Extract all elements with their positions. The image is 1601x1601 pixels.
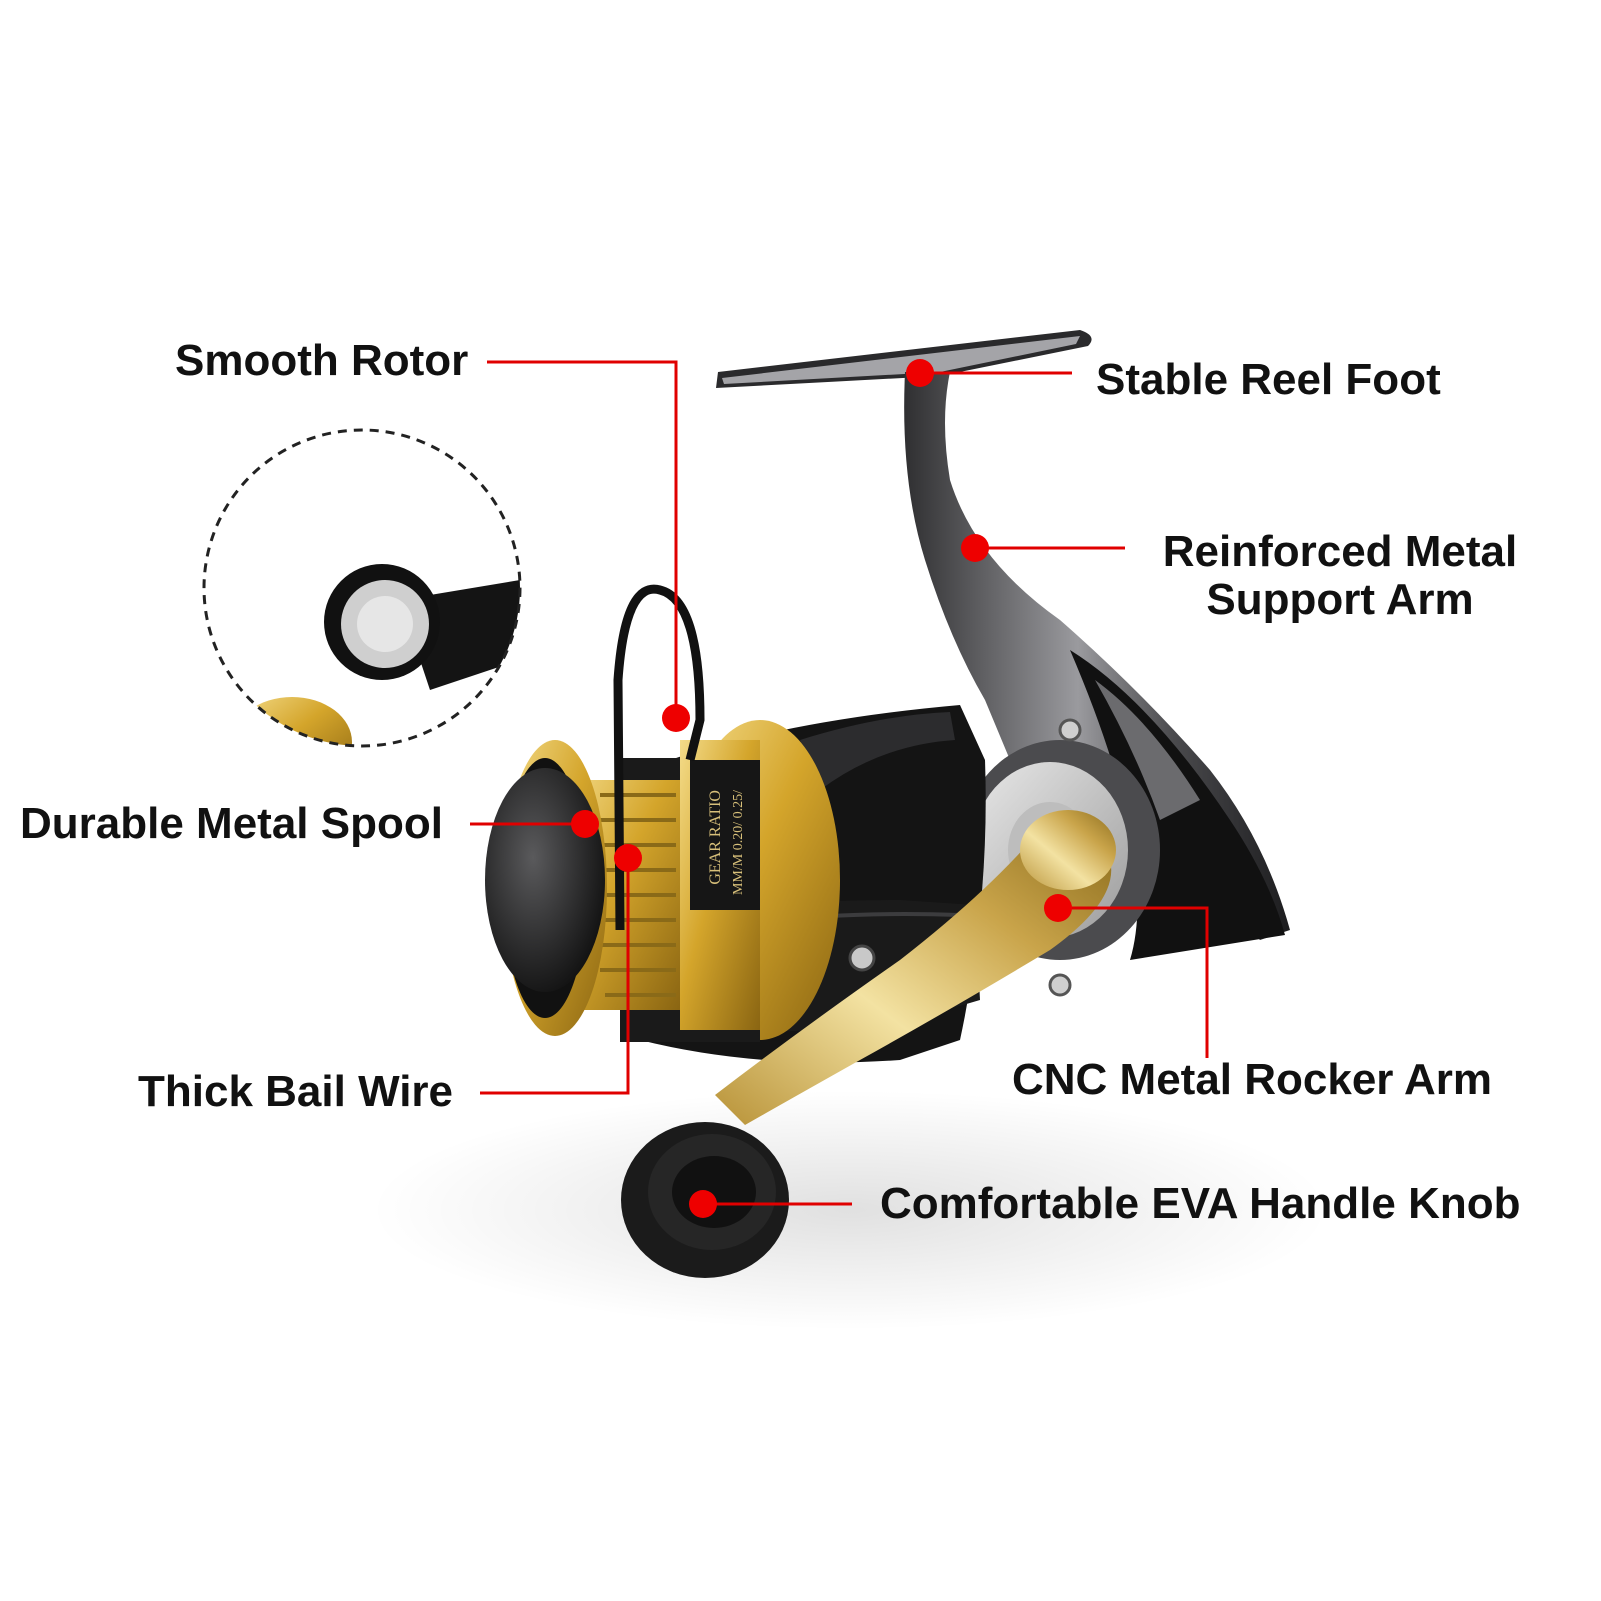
label-smooth-rotor: Smooth Rotor <box>175 336 469 385</box>
dot-rocker-arm <box>1044 894 1072 922</box>
dot-handle-knob <box>689 1190 717 1218</box>
spool: GEAR RATIO MM/M 0.20/ 0.25/ <box>485 720 840 1042</box>
bail-wire <box>613 584 705 931</box>
label-support-arm-line1: Reinforced Metal <box>1162 527 1518 576</box>
support-arm <box>904 372 1290 960</box>
leader-lines <box>470 360 1209 1206</box>
leader-bail-wire <box>480 858 630 1095</box>
spool-line-capacity-text: MM/M 0.20/ 0.25/ <box>731 790 746 895</box>
dot-stable-reel-foot <box>906 359 934 387</box>
label-support-arm-line2: Support Arm <box>1206 575 1474 625</box>
leader-rocker-arm <box>1058 906 1209 1058</box>
reel-shadow <box>370 1090 1330 1330</box>
label-stable-reel-foot: Stable Reel Foot <box>1096 355 1441 404</box>
leader-smooth-rotor <box>487 360 678 718</box>
label-handle-knob: Comfortable EVA Handle Knob <box>880 1179 1521 1228</box>
callout-dots <box>571 359 1072 1218</box>
dot-smooth-rotor <box>662 704 690 732</box>
dot-metal-spool <box>571 810 599 838</box>
label-metal-spool: Durable Metal Spool <box>20 799 443 848</box>
dot-support-arm <box>961 534 989 562</box>
label-rocker-arm: CNC Metal Rocker Arm <box>1012 1055 1493 1104</box>
label-bail-wire: Thick Bail Wire <box>138 1067 454 1116</box>
dot-bail-wire <box>614 844 642 872</box>
spool-gear-ratio-text: GEAR RATIO <box>707 790 724 885</box>
label-support-arm: Reinforced Metal Support Arm <box>1145 527 1535 625</box>
handle-rocker-arm <box>715 810 1116 1125</box>
reel-foot <box>716 330 1092 388</box>
detail-inset <box>202 428 522 748</box>
